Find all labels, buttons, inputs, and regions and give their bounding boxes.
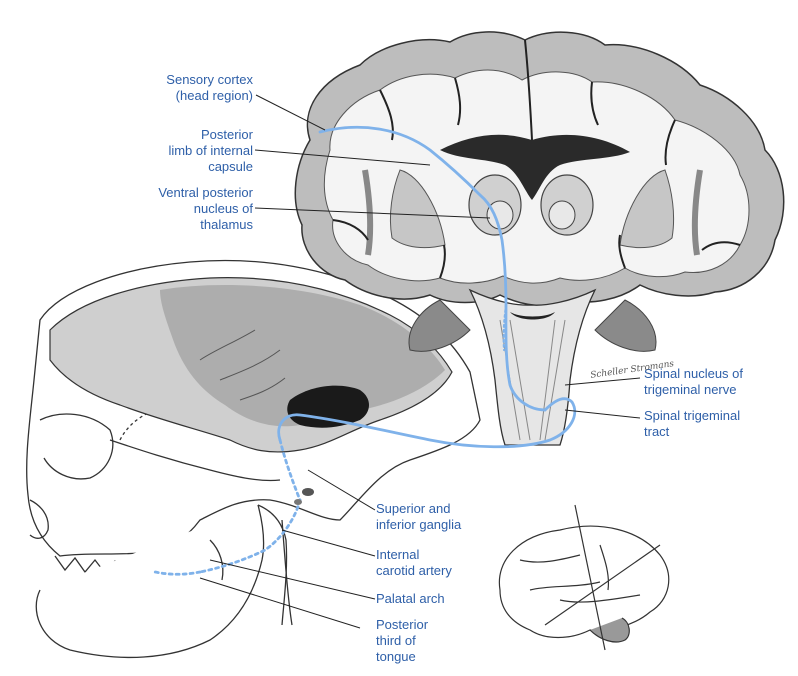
brain-section <box>294 31 785 446</box>
fossa-cracks <box>199 329 286 401</box>
ganglion-marks <box>294 488 314 505</box>
label-internal-carotid-artery: Internal carotid artery <box>376 547 452 578</box>
label-spinal-trigeminal-tract: Spinal trigeminal tract <box>644 408 741 439</box>
label-sensory-cortex: Sensory cortex (head region) <box>166 72 253 103</box>
inset-brain-drawing <box>498 504 670 651</box>
label-spinal-nucleus: Spinal nucleus of trigeminal nerve <box>644 366 744 397</box>
label-palatal-arch: Palatal arch <box>376 591 445 606</box>
sensory-pathway <box>153 125 577 576</box>
cranial-fossa-shadow <box>160 285 445 427</box>
label-ventral-posterior-nucleus: Ventral posterior nucleus of thalamus <box>158 185 253 232</box>
label-posterior-third-tongue: Posterior third of tongue <box>376 617 429 664</box>
label-posterior-limb-internal-capsule: Posterior limb of internal capsule <box>168 127 253 174</box>
label-superior-inferior-ganglia: Superior and inferior ganglia <box>376 501 462 532</box>
leader-lines <box>199 94 641 629</box>
